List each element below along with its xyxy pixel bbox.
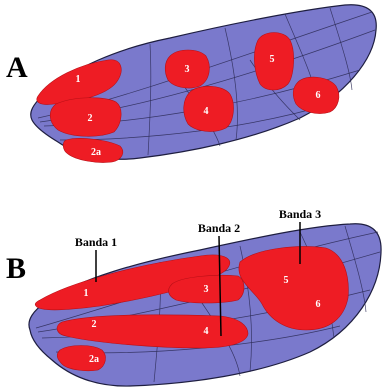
panel-b-label-2: 2 (92, 319, 97, 330)
panel-a-letter: A (6, 51, 28, 84)
panel-b-letter: B (6, 252, 26, 285)
panel-b-label-4: 4 (204, 326, 209, 337)
panel-a-label-2a: 2a (91, 147, 101, 158)
panel-a-spot-4 (184, 86, 234, 131)
panel-b-label-2a: 2a (89, 354, 99, 365)
panel-a-label-3: 3 (185, 64, 190, 75)
panel-b-label-6: 6 (316, 299, 321, 310)
panel-b-label-1: 1 (84, 288, 89, 299)
panel-a-label-4: 4 (204, 106, 209, 117)
panel-a-label-5: 5 (270, 54, 275, 65)
band-3-label: Banda 3 (279, 207, 321, 221)
panel-a: A 1 2 2a 3 4 (6, 5, 376, 163)
band-1-label: Banda 1 (75, 235, 117, 249)
band-2-label: Banda 2 (198, 221, 240, 235)
panel-b: B 1 2 2a 3 4 5 6 (6, 207, 381, 386)
panel-a-label-2: 2 (88, 113, 93, 124)
panel-a-label-6: 6 (316, 90, 321, 101)
panel-a-spot-2 (50, 98, 121, 137)
panel-a-label-1: 1 (76, 74, 81, 85)
panel-b-label-5: 5 (284, 275, 289, 286)
panel-b-label-3: 3 (204, 284, 209, 295)
